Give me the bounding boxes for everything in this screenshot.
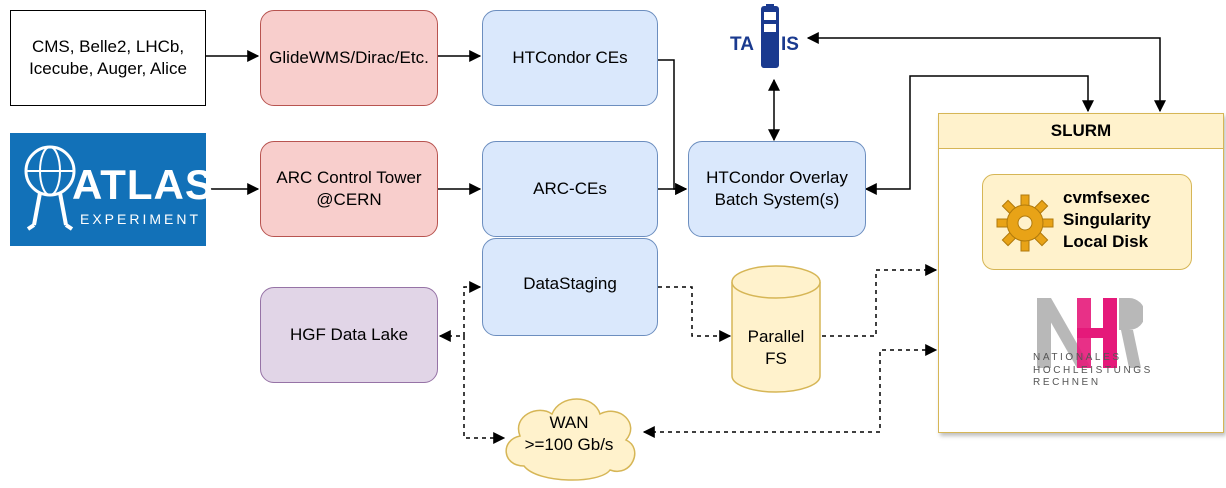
tardis-icon: TA IS bbox=[730, 4, 799, 68]
nhr-logo-text: NATIONALES HOCHLEISTUNGS RECHNEN bbox=[1033, 352, 1153, 388]
arc-control-tower-box: ARC Control Tower @CERN bbox=[260, 141, 438, 237]
software-box: cvmfsexec Singularity Local Disk bbox=[982, 174, 1192, 270]
edge-overlay-slurm bbox=[864, 75, 1094, 195]
datastaging-box: DataStaging bbox=[482, 238, 658, 336]
nhr-logo-icon bbox=[1037, 298, 1143, 368]
parallel-fs-label: Parallel FS bbox=[747, 327, 805, 369]
arc-ces-box: ARC-CEs bbox=[482, 141, 658, 237]
atlas-logo-text: ATLAS bbox=[72, 161, 214, 208]
glidewms-box: GlideWMS/Dirac/Etc. bbox=[260, 10, 438, 106]
slurm-title: SLURM bbox=[939, 114, 1223, 149]
edge-datastaging-parallelfs bbox=[658, 286, 732, 342]
htcondor-overlay-box: HTCondor Overlay Batch System(s) bbox=[688, 141, 866, 237]
edge-parallelfs-slurm bbox=[822, 264, 938, 337]
edge-hgf-datastaging-wan bbox=[438, 281, 482, 342]
edge-tardis-slurm bbox=[806, 32, 1166, 113]
slurm-container: SLURM cvmfsexec Singularity Local Disk bbox=[938, 113, 1224, 433]
hgf-data-lake-box: HGF Data Lake bbox=[260, 287, 438, 383]
edge-htcondorces-overlay bbox=[658, 59, 688, 195]
software-list: cvmfsexec Singularity Local Disk bbox=[1063, 188, 1151, 252]
atlas-logo-subtext: EXPERIMENT bbox=[80, 211, 202, 227]
wan-label: WAN >=100 Gb/s bbox=[524, 413, 614, 455]
edge-hgf-wan bbox=[463, 336, 506, 444]
svg-text:TA: TA bbox=[730, 34, 754, 55]
atlas-logo: ATLAS EXPERIMENT bbox=[10, 133, 213, 246]
svg-text:IS: IS bbox=[781, 34, 799, 55]
htcondor-ces-box: HTCondor CEs bbox=[482, 10, 658, 106]
edge-wan-slurm bbox=[642, 344, 938, 438]
parallel-fs-cylinder: Parallel FS bbox=[730, 264, 822, 394]
wan-cloud: WAN >=100 Gb/s bbox=[494, 388, 644, 484]
tardis-logo: TA IS bbox=[728, 4, 810, 70]
atlas-globe-icon bbox=[24, 145, 76, 231]
experiments-box: CMS, Belle2, LHCb, Icecube, Auger, Alice bbox=[10, 10, 206, 106]
gear-icon bbox=[996, 194, 1054, 252]
